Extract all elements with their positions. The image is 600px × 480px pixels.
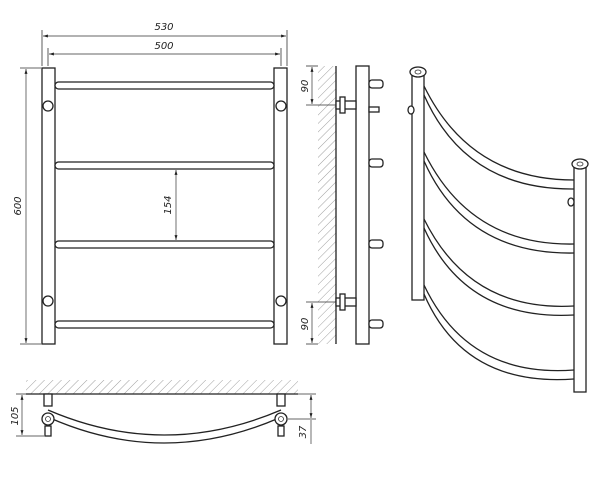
rung-2 xyxy=(54,161,275,170)
dim-overall-width: 530 xyxy=(154,22,173,33)
persp-rungs xyxy=(423,85,575,381)
dim-rung-spacing: 154 xyxy=(163,195,174,214)
persp-right-post xyxy=(573,163,587,393)
post-cap xyxy=(44,425,52,437)
post-section xyxy=(274,412,288,426)
post-cap xyxy=(277,425,285,437)
rung-3 xyxy=(54,240,275,249)
rung-stub xyxy=(368,158,384,168)
mount-knob xyxy=(42,295,54,307)
persp-left-post xyxy=(411,71,425,301)
valve-screw xyxy=(368,106,380,113)
rung-1 xyxy=(54,81,275,90)
perspective-view xyxy=(407,66,589,393)
bracket-flange xyxy=(339,293,346,311)
wall-hatch xyxy=(318,66,336,344)
dim-inner-width: 500 xyxy=(154,41,173,52)
wall-bracket xyxy=(335,297,357,307)
mount-knob xyxy=(42,100,54,112)
persp-post-cap xyxy=(571,158,589,170)
rung-stub xyxy=(368,79,384,89)
rung-4 xyxy=(54,320,275,329)
right-post xyxy=(273,67,288,345)
dim-top-mount: 90 xyxy=(300,80,311,93)
persp-valve xyxy=(567,197,575,207)
bracket-flange xyxy=(339,96,346,114)
top-bracket xyxy=(43,393,53,407)
dim-wall-offset: 37 xyxy=(298,425,309,438)
side-post xyxy=(355,65,370,345)
dim-depth: 105 xyxy=(10,406,21,425)
dim-bottom-mount: 90 xyxy=(300,318,311,331)
front-view: 530 500 600 154 xyxy=(13,22,288,345)
top-view: 105 37 xyxy=(10,380,316,444)
top-bracket xyxy=(276,393,286,407)
wall-bracket xyxy=(335,100,357,110)
rungs xyxy=(54,81,275,329)
mount-knob xyxy=(275,100,287,112)
dim-height: 600 xyxy=(13,196,24,215)
rung-stub xyxy=(368,239,384,249)
left-post xyxy=(41,67,56,345)
rung-stub xyxy=(368,319,384,329)
side-view: 90 90 xyxy=(300,65,384,345)
mount-knob xyxy=(275,295,287,307)
post-section xyxy=(41,412,55,426)
persp-post-cap xyxy=(409,66,427,78)
persp-valve xyxy=(407,105,415,115)
wall-hatch-top xyxy=(26,380,298,394)
